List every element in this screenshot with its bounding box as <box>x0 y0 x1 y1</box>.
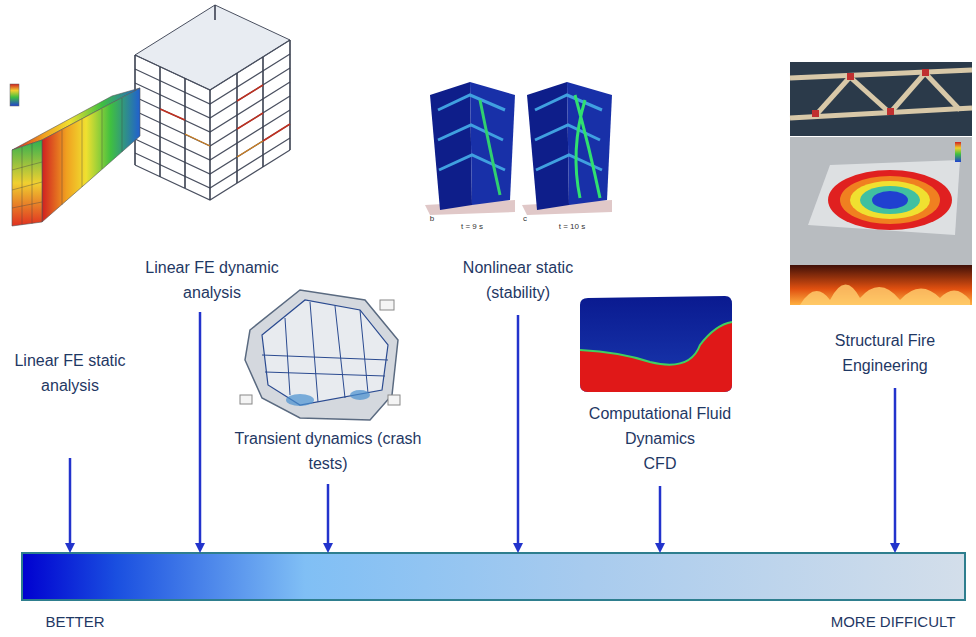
label-holder: t = 9 s <box>447 222 497 232</box>
fire-images <box>790 62 972 305</box>
crash-model <box>240 290 400 420</box>
method-label: Computational Fluid Dynamics <box>573 401 748 451</box>
beam-model <box>10 84 140 226</box>
panel-letter: c <box>518 214 532 224</box>
difficulty-bar <box>22 553 965 600</box>
label-holder: Computational Fluid Dynamics <box>573 401 748 451</box>
label-holder: BETTER <box>15 612 135 632</box>
method-label: Structural Fire Engineering <box>805 328 965 378</box>
time-label: t = 10 s <box>547 222 597 232</box>
label-holder: Linear FE dynamic analysis <box>127 255 297 305</box>
scale-end-label: MORE DIFFICULT <box>818 612 968 632</box>
scale-end-label: BETTER <box>15 612 135 632</box>
label-holder: CFD <box>620 451 700 476</box>
label-holder: MORE DIFFICULT <box>818 612 968 632</box>
time-label: t = 9 s <box>447 222 497 232</box>
panel-letter: b <box>425 214 439 224</box>
label-holder: t = 10 s <box>547 222 597 232</box>
method-label: Transient dynamics (crash tests) <box>233 426 423 476</box>
method-label: Linear FE static analysis <box>2 348 138 398</box>
building-frame <box>135 5 290 200</box>
method-label: Linear FE dynamic analysis <box>127 255 297 305</box>
method-label: CFD <box>620 451 700 476</box>
label-holder: c <box>518 214 532 224</box>
pointer-arrows <box>70 312 895 548</box>
label-holder: Structural Fire Engineering <box>805 328 965 378</box>
label-holder: Nonlinear static (stability) <box>433 255 603 305</box>
label-holder: Transient dynamics (crash tests) <box>233 426 423 476</box>
method-label: Nonlinear static (stability) <box>433 255 603 305</box>
nonlinear-model <box>425 82 612 215</box>
label-holder: Linear FE static analysis <box>2 348 138 398</box>
label-holder: b <box>425 214 439 224</box>
cfd-model <box>580 296 732 392</box>
